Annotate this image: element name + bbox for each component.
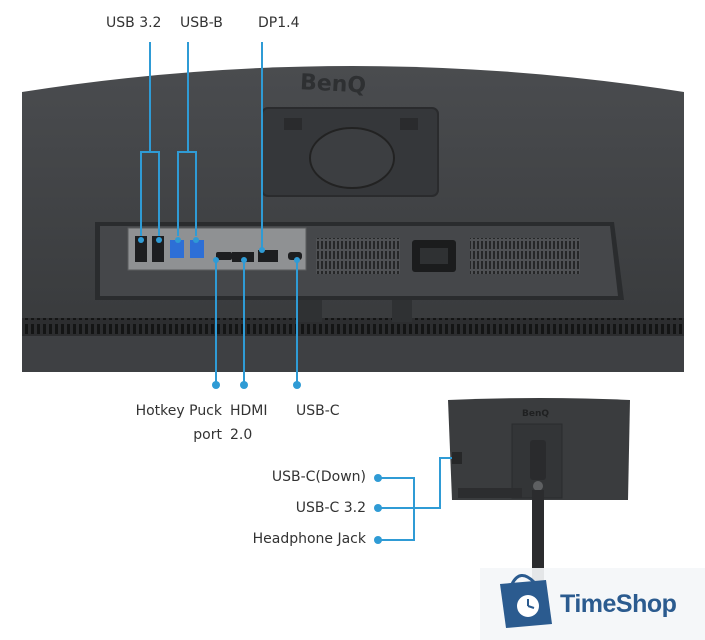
svg-text:BenQ: BenQ [522,409,549,419]
label-hdmi-ver: 2.0 [230,427,253,443]
label-hotkey-port: port [193,427,222,443]
label-hotkey-puck: Hotkey Puck [135,403,222,419]
label-usbc32: USB-C 3.2 [295,500,366,516]
benq-logo: BenQ [299,70,366,98]
bottom-vent-strip [22,318,684,336]
shopping-bag-clock-icon [500,574,552,628]
label-headphone: Headphone Jack [252,531,366,547]
watermark-brand: TimeShop [560,590,677,618]
stand-mount-hole [309,127,395,189]
callout-lines [140,42,298,384]
label-usbc-down: USB-C(Down) [271,469,366,485]
label-dp14: DP1.4 [258,15,300,31]
label-usbc: USB-C [296,403,340,419]
svg-text:BenQ: BenQ [299,70,366,98]
label-usb32: USB 3.2 [106,15,162,31]
label-hdmi: HDMI [230,403,268,419]
label-usbb: USB-B [180,15,223,31]
